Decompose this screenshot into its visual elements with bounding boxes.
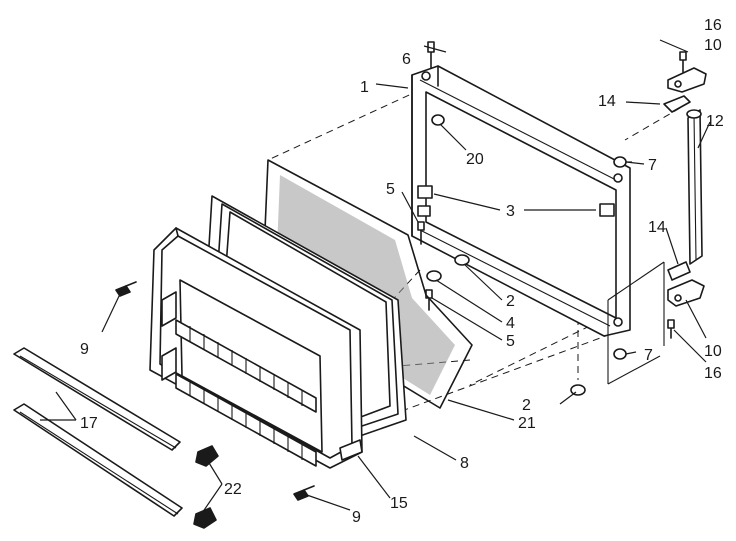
callout-5a: 5 xyxy=(386,181,395,198)
end-cap-part-22 xyxy=(193,445,219,529)
callout-9a: 9 xyxy=(80,341,89,358)
callout-16a: 16 xyxy=(704,17,722,34)
callout-22: 22 xyxy=(224,481,242,498)
callout-8: 8 xyxy=(460,455,469,472)
callout-9b: 9 xyxy=(352,509,361,526)
callout-17: 17 xyxy=(80,415,98,432)
callout-7a: 7 xyxy=(648,157,657,174)
callout-7b: 7 xyxy=(644,347,653,364)
callout-labels: 6 1 20 7 14 16 10 12 3 5 14 2 4 5 10 7 1… xyxy=(80,17,724,526)
callout-2b: 2 xyxy=(522,397,531,414)
callout-21: 21 xyxy=(518,415,536,432)
callout-10a: 10 xyxy=(704,37,722,54)
leader-lines xyxy=(40,39,711,517)
door-liner-part-15 xyxy=(149,227,363,469)
callout-4: 4 xyxy=(506,315,515,332)
callout-15: 15 xyxy=(390,495,408,512)
trim-strip-part-17 xyxy=(13,347,183,517)
callout-12: 12 xyxy=(706,113,724,130)
callout-10b: 10 xyxy=(704,343,722,360)
callout-3: 3 xyxy=(506,203,515,220)
lower-shelf xyxy=(175,373,317,467)
callout-20: 20 xyxy=(466,151,484,168)
hinge-frame-outline xyxy=(607,261,665,385)
callout-2a: 2 xyxy=(506,293,515,310)
door-frame-part-1 xyxy=(411,65,631,337)
callout-5b: 5 xyxy=(506,333,515,350)
handle-part-12 xyxy=(686,109,703,265)
callout-14b: 14 xyxy=(648,219,666,236)
hinge-bracket-part-10 xyxy=(667,67,707,307)
hinge-shim-part-14 xyxy=(663,95,691,281)
callout-16b: 16 xyxy=(704,365,722,382)
upper-shelf xyxy=(175,319,317,413)
callout-14a: 14 xyxy=(598,93,616,110)
callout-1: 1 xyxy=(360,79,369,96)
callout-6: 6 xyxy=(402,51,411,68)
